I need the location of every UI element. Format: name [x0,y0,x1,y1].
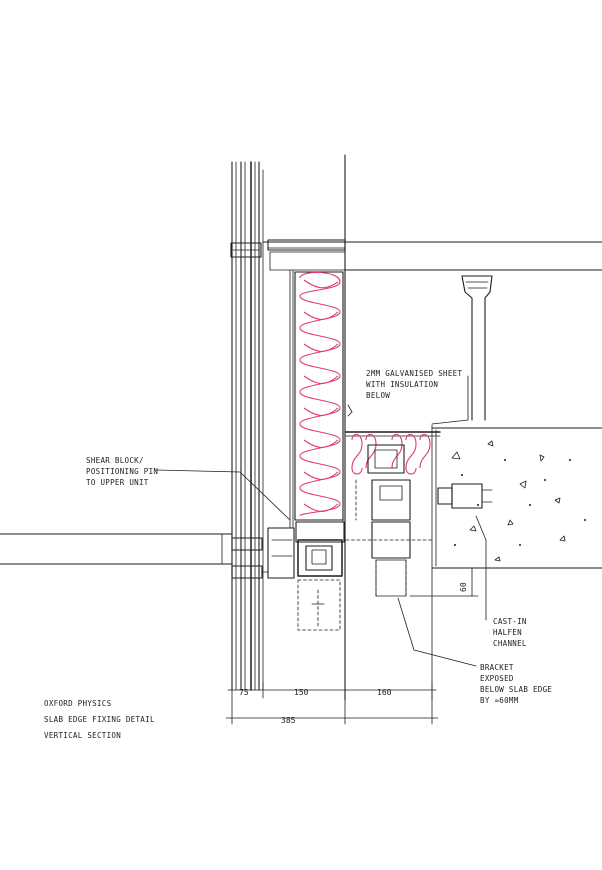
dim-385: 385 [281,716,296,725]
label-galvanised-sheet: 2MM GALVANISED SHEET [366,369,462,378]
dim-160: 160 [377,688,392,697]
title-line-1: OXFORD PHYSICS [44,699,112,708]
dim-150: 150 [294,688,309,697]
dimension-lines [225,567,479,725]
curtain-wall-glazing [231,161,264,691]
bracket-assembly [345,444,493,597]
dim-75: 75 [239,688,249,697]
title-line-3: VERTICAL SECTION [44,731,121,740]
grid-lines [344,154,433,701]
label-channel: CHANNEL [493,639,527,648]
label-exposed: EXPOSED [480,674,514,683]
label-shear-block: SHEAR BLOCK/ [86,456,144,465]
label-halfen: HALFEN [493,628,522,637]
insulation-under-sheet [351,433,431,475]
leader-lines [155,375,487,667]
label-to-upper-unit: TO UPPER UNIT [86,478,149,487]
concrete-slab [431,427,602,569]
label-bracket: BRACKET [480,663,514,672]
upper-transom [230,239,346,529]
galvanised-sheet [345,404,441,437]
label-with-insulation: WITH INSULATION [366,380,438,389]
label-by-60mm: BY ≈60MM [480,696,519,705]
lower-floor-slab [0,533,233,565]
upper-floor-slab [262,241,602,271]
dim-60: 60 [459,582,468,592]
title-line-2: SLAB EDGE FIXING DETAIL [44,715,155,724]
insulation-fill [299,271,341,517]
lower-transom [231,521,345,631]
label-below-slab-edge: BELOW SLAB EDGE [480,685,552,694]
label-below: BELOW [366,391,390,400]
label-positioning-pin: POSITIONING PIN [86,467,158,476]
column [461,275,493,421]
label-cast-in: CAST-IN [493,617,527,626]
